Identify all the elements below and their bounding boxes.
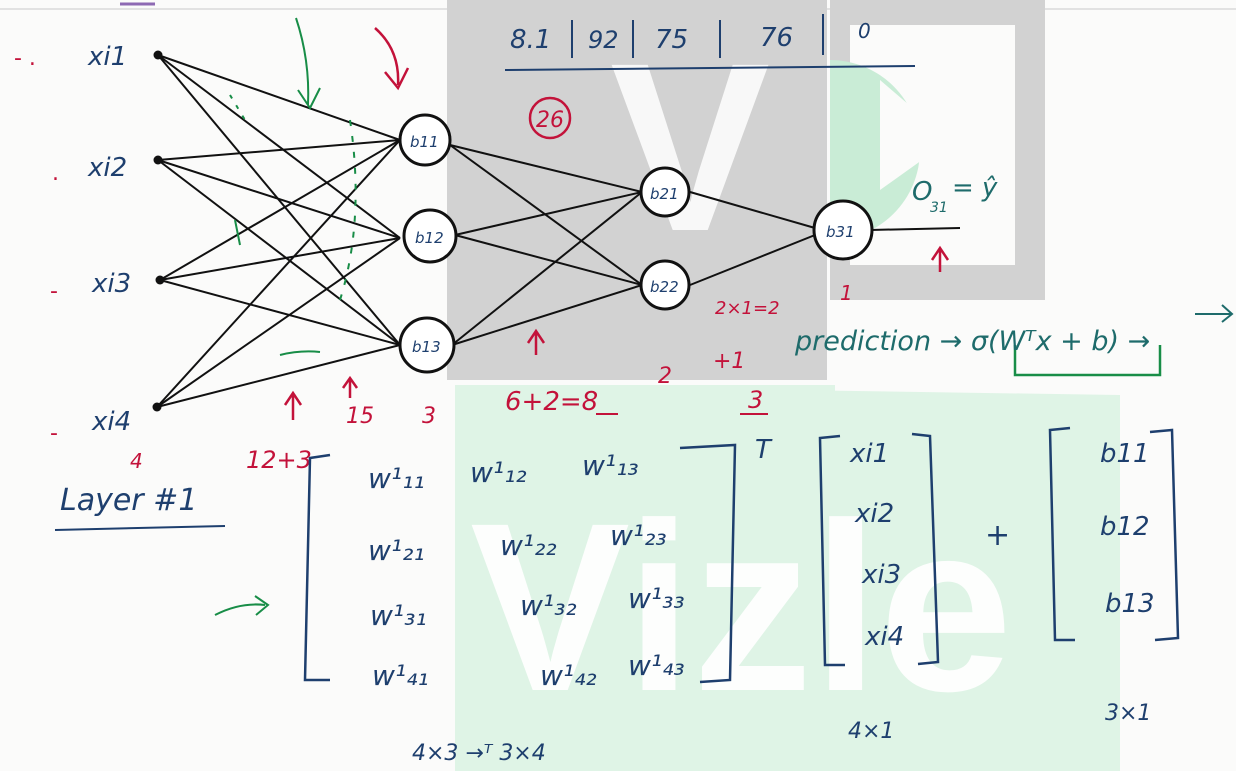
- dim-b: 3×1: [1105, 701, 1151, 726]
- weight-entry: w¹₃₁: [370, 599, 427, 632]
- connections-layer2: [449, 144, 643, 346]
- x-entry: xi1: [849, 439, 889, 469]
- bullet-mark: .: [52, 161, 59, 186]
- bias-vector-brackets: [1048, 426, 1180, 642]
- dim-x: 4×1: [848, 719, 894, 744]
- watermark: V Vizle: [447, 0, 1120, 771]
- weight-matrix: w¹₁₁ w¹₁₂ w¹₁₃ w¹₂₁ w¹₂₂ w¹₂₃ w¹₃₁ w¹₃₂ …: [368, 449, 685, 692]
- weight-entry: w¹₂₁: [368, 534, 425, 567]
- header-cell: 8.1: [510, 25, 551, 55]
- layer-title-underline: [54, 525, 226, 531]
- x-entry: xi3: [861, 560, 901, 590]
- bullet-mark: -: [50, 421, 58, 446]
- neuron-label: b13: [412, 338, 441, 356]
- weight-entry: w¹₄₃: [628, 649, 685, 682]
- weight-matrix-brackets: [303, 443, 737, 684]
- header-cell: 75: [655, 25, 688, 55]
- note: +1: [713, 349, 745, 374]
- red-arrows: [283, 27, 950, 420]
- transpose-mark: T: [755, 435, 773, 465]
- note: 2×1=2: [715, 298, 780, 319]
- output-subscript: 31: [930, 200, 948, 216]
- output-layer: b31 O 31 = ŷ: [812, 173, 998, 261]
- input-node: [152, 402, 162, 412]
- weight-entry: w¹₁₃: [582, 449, 639, 482]
- circled-number-ring: [528, 96, 572, 140]
- hidden-layer-1: b11 b12 b13: [398, 113, 458, 374]
- dim-w: 4×3 →ᵀ 3×4: [412, 741, 546, 766]
- connections-layer3: [689, 191, 961, 286]
- watermark-word: Vizle: [470, 473, 1013, 741]
- input-node: [153, 155, 163, 165]
- note: 15: [346, 404, 374, 429]
- weight-entry: w¹₃₃: [628, 582, 685, 615]
- watermark-v: V: [610, 13, 770, 281]
- x-entry: xi4: [864, 622, 904, 652]
- note: 4: [130, 449, 143, 473]
- bias-entry: b11: [1100, 439, 1150, 469]
- connections-layer1: [156, 54, 401, 408]
- bias-entry: b12: [1100, 512, 1150, 542]
- neuron: [398, 316, 456, 374]
- input-node: [153, 50, 163, 60]
- output-yhat: = ŷ: [952, 173, 998, 203]
- x-entry: xi2: [854, 499, 894, 529]
- header-cell: 0: [858, 19, 871, 43]
- bullet-mark: -: [50, 279, 58, 304]
- neuron-label: b31: [826, 223, 855, 241]
- watermark-green-band: [455, 385, 1120, 771]
- neuron: [639, 259, 691, 311]
- header-row: 8.1 92 75 76 0: [504, 14, 916, 71]
- weight-entry: w¹₁₂: [470, 456, 527, 489]
- layer-title: Layer #1: [60, 483, 197, 518]
- x-vector: xi1 xi2 xi3 xi4: [849, 439, 904, 652]
- input-nodes: xi1 xi2 xi3 xi4 - . . - -: [14, 42, 165, 446]
- neuron: [402, 208, 458, 264]
- prediction-formula: prediction → σ(Wᵀx + b) →: [794, 326, 1150, 357]
- input-label: xi3: [91, 269, 131, 299]
- weight-entry: w¹₃₂: [520, 589, 577, 622]
- neuron-label: b12: [415, 229, 444, 247]
- neuron-label: b22: [650, 278, 679, 296]
- input-node: [155, 275, 165, 285]
- neuron-label: b11: [410, 133, 439, 151]
- note: 1: [840, 281, 853, 305]
- header-underline: [504, 65, 916, 71]
- weight-entry: w¹₄₁: [372, 659, 429, 692]
- circled-number: 26: [536, 108, 564, 133]
- input-label: xi1: [87, 42, 127, 72]
- note: 12+3: [246, 446, 312, 474]
- weight-entry: w¹₂₃: [610, 519, 667, 552]
- header-cell: 92: [588, 26, 619, 54]
- plus-sign: +: [985, 518, 1010, 553]
- neuron: [398, 113, 452, 167]
- x-vector-brackets: [818, 432, 940, 667]
- red-annotations: 4 12+3 15 3 6+2=8 2 +1 3 2×1=2 1: [130, 281, 853, 474]
- bias-vector: b11 b12 b13: [1100, 439, 1155, 619]
- header-cell: 76: [760, 23, 793, 53]
- neuron-label: b21: [650, 185, 679, 203]
- bias-entry: b13: [1105, 589, 1155, 619]
- note: 3: [748, 386, 763, 414]
- input-label: xi2: [87, 153, 127, 183]
- weight-entry: w¹₄₂: [540, 659, 597, 692]
- neuron: [812, 199, 874, 261]
- output-o: O: [912, 177, 932, 207]
- note: 2: [658, 364, 672, 389]
- input-label: xi4: [91, 407, 131, 437]
- bullet-mark: - .: [14, 46, 36, 71]
- note: 3: [422, 404, 436, 429]
- neuron: [639, 166, 691, 218]
- weight-entry: w¹₁₁: [368, 462, 425, 495]
- weight-entry: w¹₂₂: [500, 529, 557, 562]
- green-pencil-marks: [214, 17, 1234, 616]
- watermark-play-triangle: [880, 80, 950, 190]
- hidden-layer-2: b21 b22: [639, 166, 691, 311]
- note: 6+2=8: [505, 387, 598, 417]
